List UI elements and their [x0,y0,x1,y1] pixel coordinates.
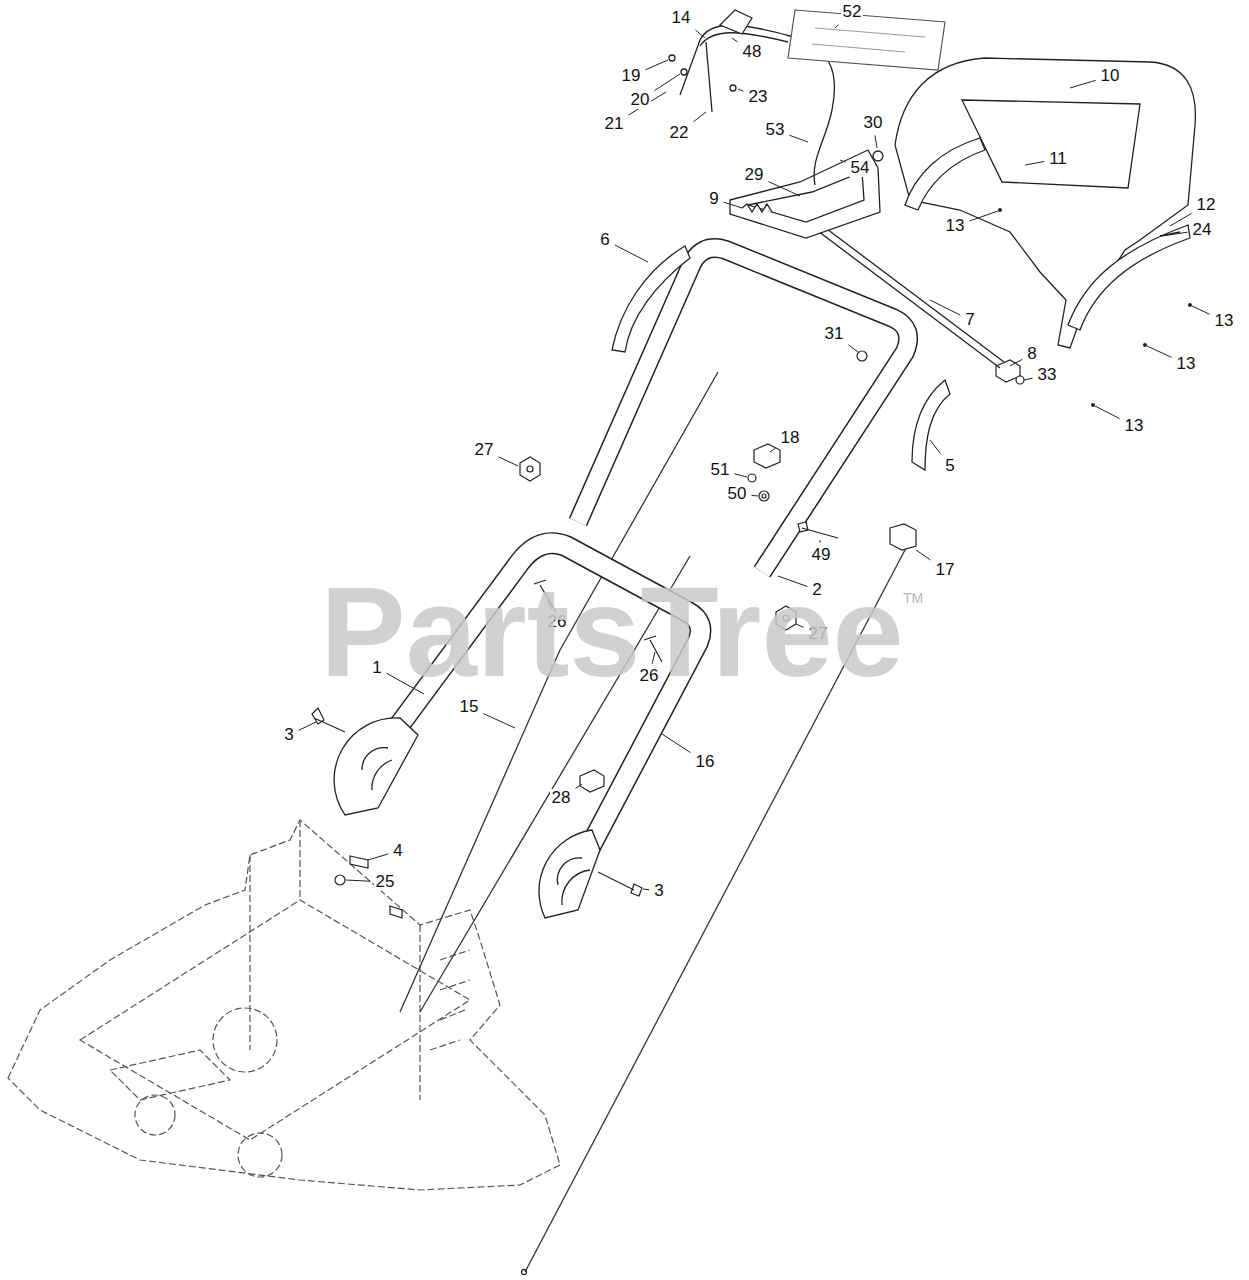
mower-deck [8,820,560,1190]
callout-number: 17 [934,561,957,580]
callout-number: 15 [458,698,481,717]
leader-line [693,112,706,122]
leader-line [695,30,705,38]
leader-line [875,135,877,148]
callout-number: 3 [282,726,295,745]
leader-line [848,345,858,352]
watermark: PartsTree [320,568,904,696]
leader-line [615,245,648,262]
callout-number: 10 [1099,67,1122,86]
hardware [312,351,1024,918]
callout-number: 8 [1025,345,1038,364]
leader-line [930,440,941,454]
leader-line [299,722,316,730]
leader-line [654,74,680,91]
leader-line [930,300,960,315]
decal [788,10,945,70]
leader-line [368,854,388,860]
leader-line [1025,162,1044,165]
leader-line [789,135,808,142]
leader-line [732,38,738,42]
leader-line [1070,80,1096,88]
callout-number: 16 [694,753,717,772]
callout-number: 29 [743,166,766,185]
leader-line [1147,346,1172,357]
callout-number: 21 [603,115,626,134]
callout-number: 11 [1047,150,1069,169]
handle-console [895,58,1195,348]
callout-number: 25 [374,873,397,892]
callout-number: 20 [629,91,652,110]
callout-number: 27 [473,441,496,460]
bail [730,150,883,238]
trademark-mark: TM [903,591,923,605]
callout-number: 13 [1175,355,1198,374]
leader-line [1095,406,1120,419]
callout-number: 23 [747,88,770,107]
leader-line [1192,306,1210,314]
callout-number: 52 [841,3,864,22]
leader-line [1010,359,1022,366]
cable [400,372,906,1275]
callout-number: 50 [726,485,749,504]
leader-line [724,202,742,208]
mounting-plate [334,718,600,918]
callout-number: 3 [652,882,665,901]
leader-line [738,89,744,91]
leader-line [575,784,582,788]
leader-line [1024,378,1033,380]
leader-line [751,495,758,497]
callout-number: 13 [944,217,967,236]
leader-line [734,474,747,477]
callout-number: 51 [709,461,732,480]
leader-line [768,182,800,196]
callout-number: 6 [598,231,611,250]
callout-number: 48 [741,43,764,62]
callout-number: 19 [620,67,643,86]
leader-line [1170,213,1192,226]
leader-line [840,160,846,162]
leader-line [662,734,691,753]
leader-line [645,60,668,70]
callout-number: 54 [849,159,872,178]
leader-line [835,25,839,28]
leader-line [346,880,371,881]
callout-number: 4 [391,842,404,861]
leader-line [483,714,515,728]
callout-number: 5 [943,457,956,476]
callout-number: 22 [668,124,691,143]
callout-number: 12 [1195,196,1218,215]
callout-number: 14 [670,9,693,28]
callout-number: 7 [963,311,976,330]
callout-number: 28 [550,789,573,808]
callout-number: 24 [1191,221,1214,240]
callout-number: 18 [779,429,802,448]
leader-line [916,550,931,560]
callout-number: 31 [823,325,846,344]
handle-tube [392,248,908,885]
callout-number: 9 [707,190,720,209]
leader-line [770,448,776,452]
callout-number: 53 [764,121,787,140]
callout-number: 13 [1213,312,1236,331]
callout-number: 49 [810,546,833,565]
callout-number: 30 [862,114,885,133]
leader-line [1162,232,1188,236]
leader-line [969,211,998,221]
callout-number: 33 [1036,366,1059,385]
leader-line [820,540,821,543]
leader-line [498,457,518,466]
screw [998,208,1192,407]
callout-number: 13 [1123,417,1146,436]
side-cover [612,246,950,470]
leader-line [643,889,649,891]
